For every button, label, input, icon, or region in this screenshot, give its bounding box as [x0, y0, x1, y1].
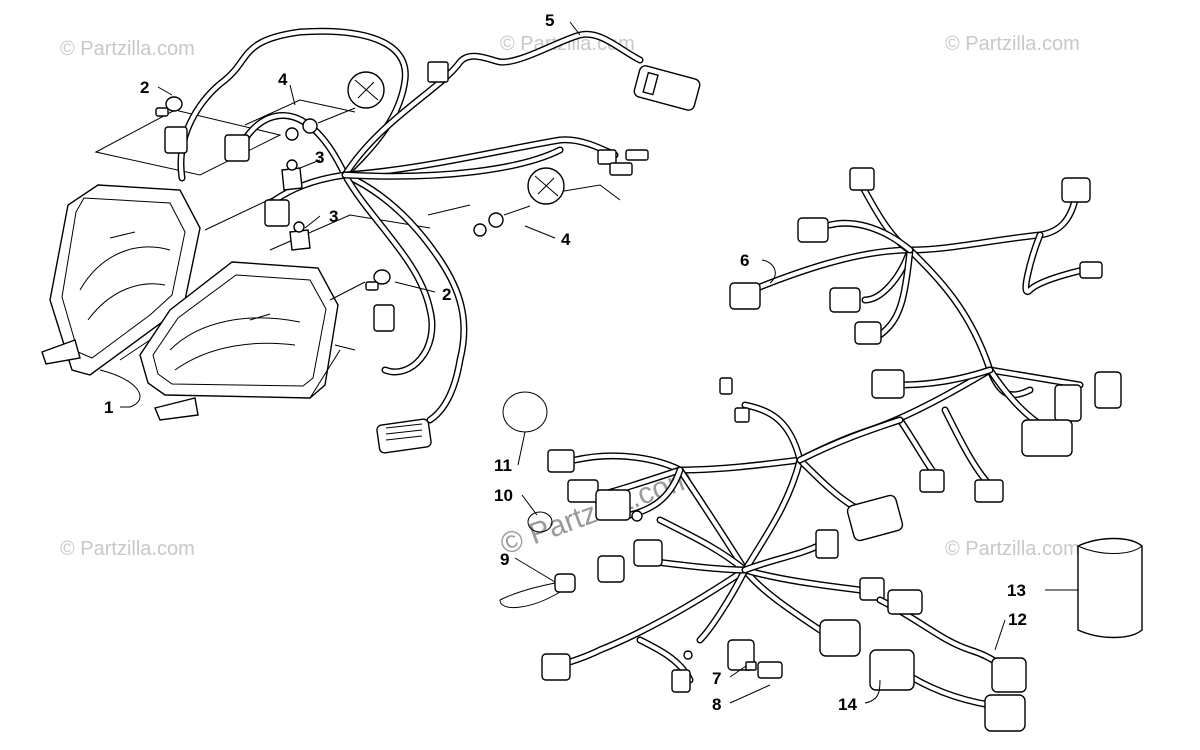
- watermark-top-left: © Partzilla.com: [60, 38, 195, 60]
- callout-3-top: 3: [315, 148, 324, 167]
- callout-4-right: 4: [561, 230, 571, 249]
- headlight-harness-connectors: [164, 61, 701, 454]
- main-harness-connectors: [541, 377, 904, 693]
- callout-6: 6: [740, 251, 749, 270]
- bulbs-and-adjusters: [155, 71, 565, 291]
- callout-7: 7: [712, 669, 721, 688]
- callout-5: 5: [545, 11, 554, 30]
- assembly-lines: [94, 99, 621, 301]
- headlight-left: [41, 184, 201, 376]
- callout-10: 10: [494, 486, 513, 505]
- harness-6-connectors: [729, 167, 1122, 503]
- watermark-bottom-left: © Partzilla.com: [60, 538, 195, 560]
- callout-2-right: 2: [442, 285, 451, 304]
- callout-11: 11: [494, 456, 512, 475]
- callout-1: 1: [104, 398, 113, 417]
- leader-lines: [99, 21, 1078, 704]
- headlight-right: [139, 261, 356, 421]
- headlight-harness: [177, 27, 644, 424]
- sleeve-13: [1077, 537, 1143, 639]
- callout-3-bottom: 3: [329, 207, 338, 226]
- watermark-top-right: © Partzilla.com: [945, 33, 1080, 55]
- callout-13: 13: [1007, 581, 1026, 600]
- harness-14: [869, 649, 1026, 732]
- callout-numbers: 1 2 2 3 3 4 4 5 6 7 8 9 10 11 12 13 14: [104, 11, 1027, 714]
- callout-14: 14: [838, 695, 857, 714]
- harness-12: [876, 589, 1027, 693]
- callout-4-top: 4: [278, 70, 288, 89]
- callout-12: 12: [1008, 610, 1027, 629]
- callout-8: 8: [712, 695, 721, 714]
- callout-2-top: 2: [140, 78, 149, 97]
- watermark-bottom-right: © Partzilla.com: [945, 538, 1080, 560]
- callout-9: 9: [500, 550, 509, 569]
